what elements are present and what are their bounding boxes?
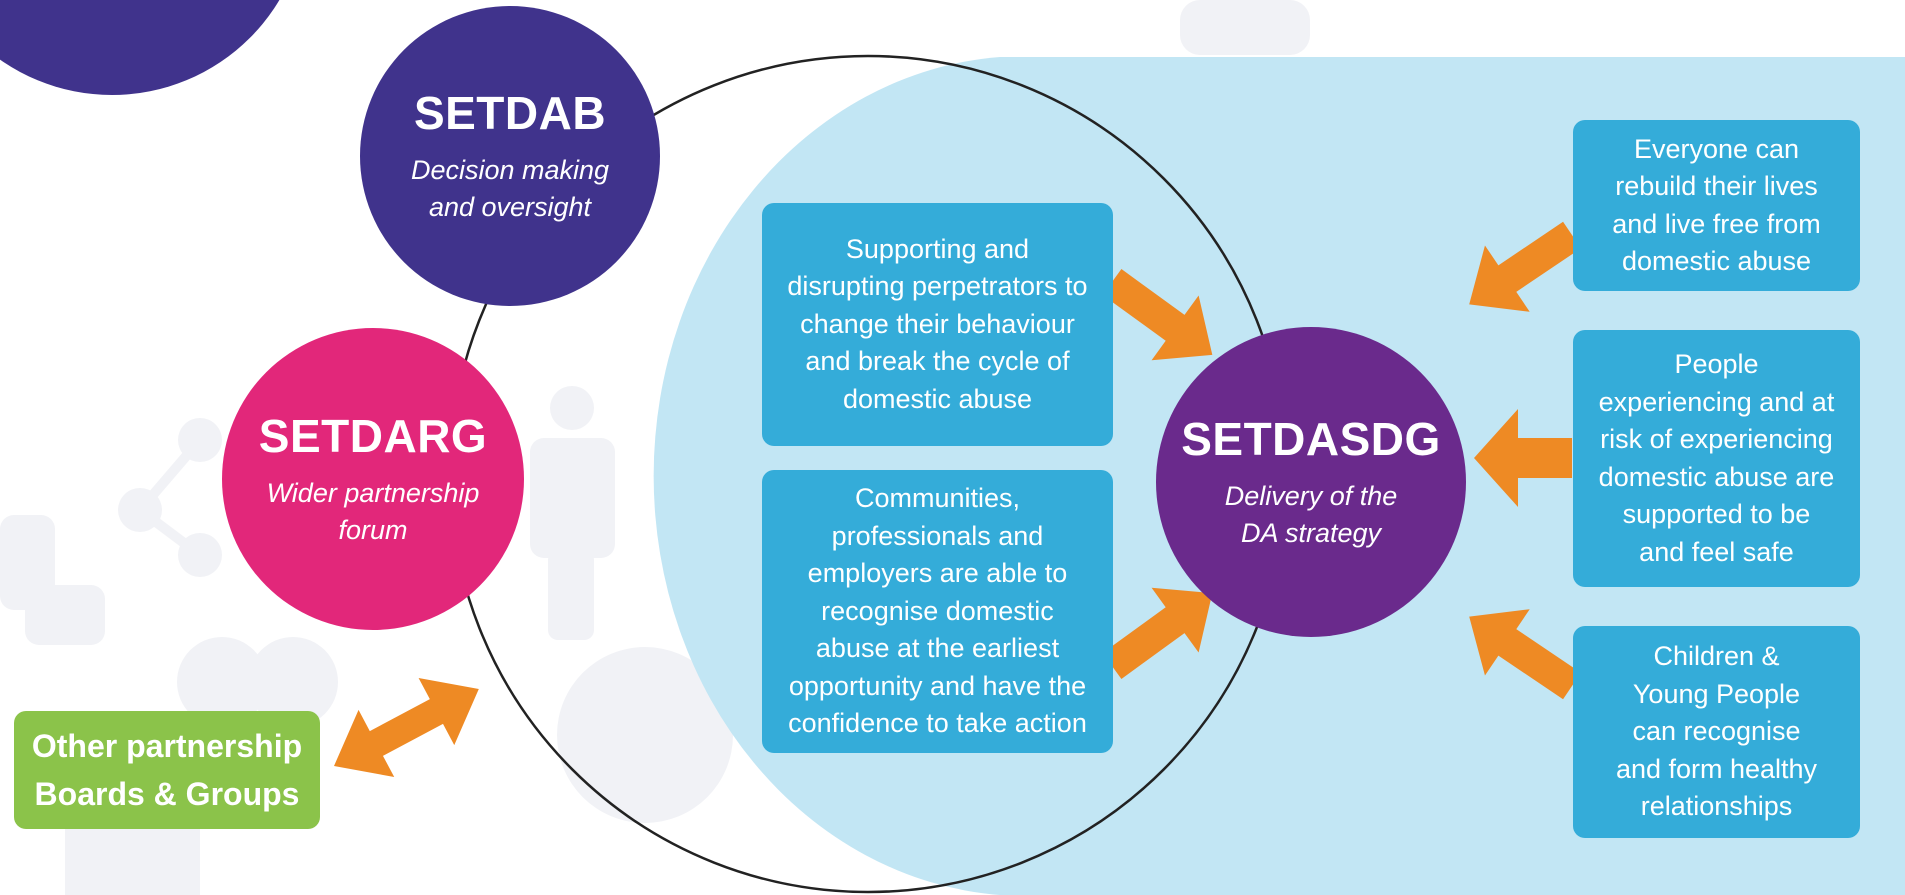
priority-line: employers are able to	[807, 558, 1068, 589]
priority-line: opportunity and have the	[788, 670, 1087, 701]
outcome-line: and live free from	[1612, 208, 1821, 239]
outcome-line: and form healthy	[1615, 753, 1818, 784]
heart-watermark-icon-2	[248, 637, 338, 727]
other-groups-line: Other partnership	[31, 728, 303, 764]
arrow-outcome1-to-setdasdg	[1469, 221, 1581, 312]
setdab-subtitle: Decision making and oversight	[411, 152, 609, 226]
heart-watermark-icon	[177, 637, 267, 727]
setdab-title: SETDAB	[413, 87, 607, 139]
setdarg-subtitle-line: Wider partnership	[266, 478, 480, 508]
outcome-line: risk of experiencing	[1600, 424, 1833, 454]
outcome-line: can recognise	[1632, 716, 1801, 747]
setdasdg-subtitle-line: DA strategy	[1240, 518, 1382, 548]
chat-watermark-icon-2	[25, 585, 105, 645]
priority-box-text: Communities, professionals and employers…	[788, 480, 1087, 743]
setdab-subtitle-line: Decision making	[410, 155, 610, 185]
orange-arrows	[334, 221, 1581, 778]
outcome-line: experiencing and at	[1598, 386, 1835, 417]
priority-line: disrupting perpetrators to	[787, 271, 1088, 302]
other-partnership-groups-box: Other partnership Boards & Groups	[14, 711, 320, 829]
outcome-box-text: Children & Young People can recognise an…	[1616, 638, 1817, 826]
priority-line: confidence to take action	[788, 708, 1087, 739]
outcome-line: Young People	[1632, 678, 1801, 709]
person-top-watermark-icon	[1180, 0, 1310, 55]
arrow-outcome2-to-setdasdg	[1474, 409, 1572, 507]
arrow-outcome3-to-setdasdg	[1469, 609, 1581, 700]
outcome-line: rebuild their lives	[1615, 171, 1818, 201]
priority-box-perpetrators: Supporting and disrupting perpetrators t…	[762, 203, 1113, 446]
outcome-line: People	[1674, 349, 1759, 379]
arrow-perpetrators-to-setdasdg	[1102, 269, 1213, 361]
outcome-line: relationships	[1640, 791, 1793, 822]
priority-line: recognise domestic	[821, 595, 1054, 626]
arrow-communities-to-setdasdg	[1102, 587, 1213, 679]
priority-line: Communities,	[854, 483, 1021, 514]
outcome-box-rebuild-lives: Everyone can rebuild their lives and liv…	[1573, 120, 1860, 291]
outcome-line: domestic abuse	[1621, 246, 1812, 276]
setdab-subtitle-line: and oversight	[428, 192, 592, 222]
setdab-circle: SETDAB Decision making and oversight	[360, 6, 660, 306]
outcome-line: and feel safe	[1639, 536, 1794, 567]
priority-line: domestic abuse	[842, 383, 1033, 414]
setdasdg-subtitle-line: Delivery of the	[1224, 481, 1398, 511]
outcome-line: Everyone can	[1633, 133, 1800, 164]
other-groups-line: Boards & Groups	[34, 776, 300, 812]
outcome-line: Children &	[1653, 641, 1780, 672]
outcome-line: supported to be	[1622, 499, 1811, 529]
setdarg-subtitle: Wider partnership forum	[267, 475, 480, 549]
question-watermark-icon	[557, 647, 733, 823]
setdasdg-title: SETDASDG	[1181, 413, 1441, 465]
outcome-box-supported-safe: People experiencing and at risk of exper…	[1573, 330, 1860, 587]
outcome-box-text: People experiencing and at risk of exper…	[1599, 346, 1835, 571]
setdarg-title: SETDARG	[258, 410, 488, 462]
priority-line: change their behaviour	[800, 308, 1075, 339]
other-partnership-groups-text: Other partnership Boards & Groups	[32, 722, 302, 818]
double-arrow-other-groups	[334, 677, 479, 778]
priority-line: Supporting and	[845, 233, 1030, 264]
outcome-box-children-young-people: Children & Young People can recognise an…	[1573, 626, 1860, 838]
network-watermark-icon	[118, 418, 222, 577]
priority-box-communities: Communities, professionals and employers…	[762, 470, 1113, 753]
priority-line: professionals and	[831, 520, 1044, 551]
corner-decoration	[0, 0, 280, 95]
person-watermark-icon	[530, 386, 615, 640]
setdarg-circle: SETDARG Wider partnership forum	[222, 328, 524, 630]
setdarg-subtitle-line: forum	[338, 515, 408, 545]
priority-line: abuse at the earliest	[815, 633, 1060, 664]
outcome-line: domestic abuse are	[1598, 461, 1835, 492]
watermark-icons	[0, 0, 1310, 895]
outcome-box-text: Everyone can rebuild their lives and liv…	[1612, 131, 1821, 281]
setdasdg-subtitle: Delivery of the DA strategy	[1225, 478, 1398, 552]
priority-box-text: Supporting and disrupting perpetrators t…	[787, 231, 1087, 419]
setdasdg-circle: SETDASDG Delivery of the DA strategy	[1156, 327, 1466, 637]
priority-line: and break the cycle of	[805, 346, 1070, 377]
